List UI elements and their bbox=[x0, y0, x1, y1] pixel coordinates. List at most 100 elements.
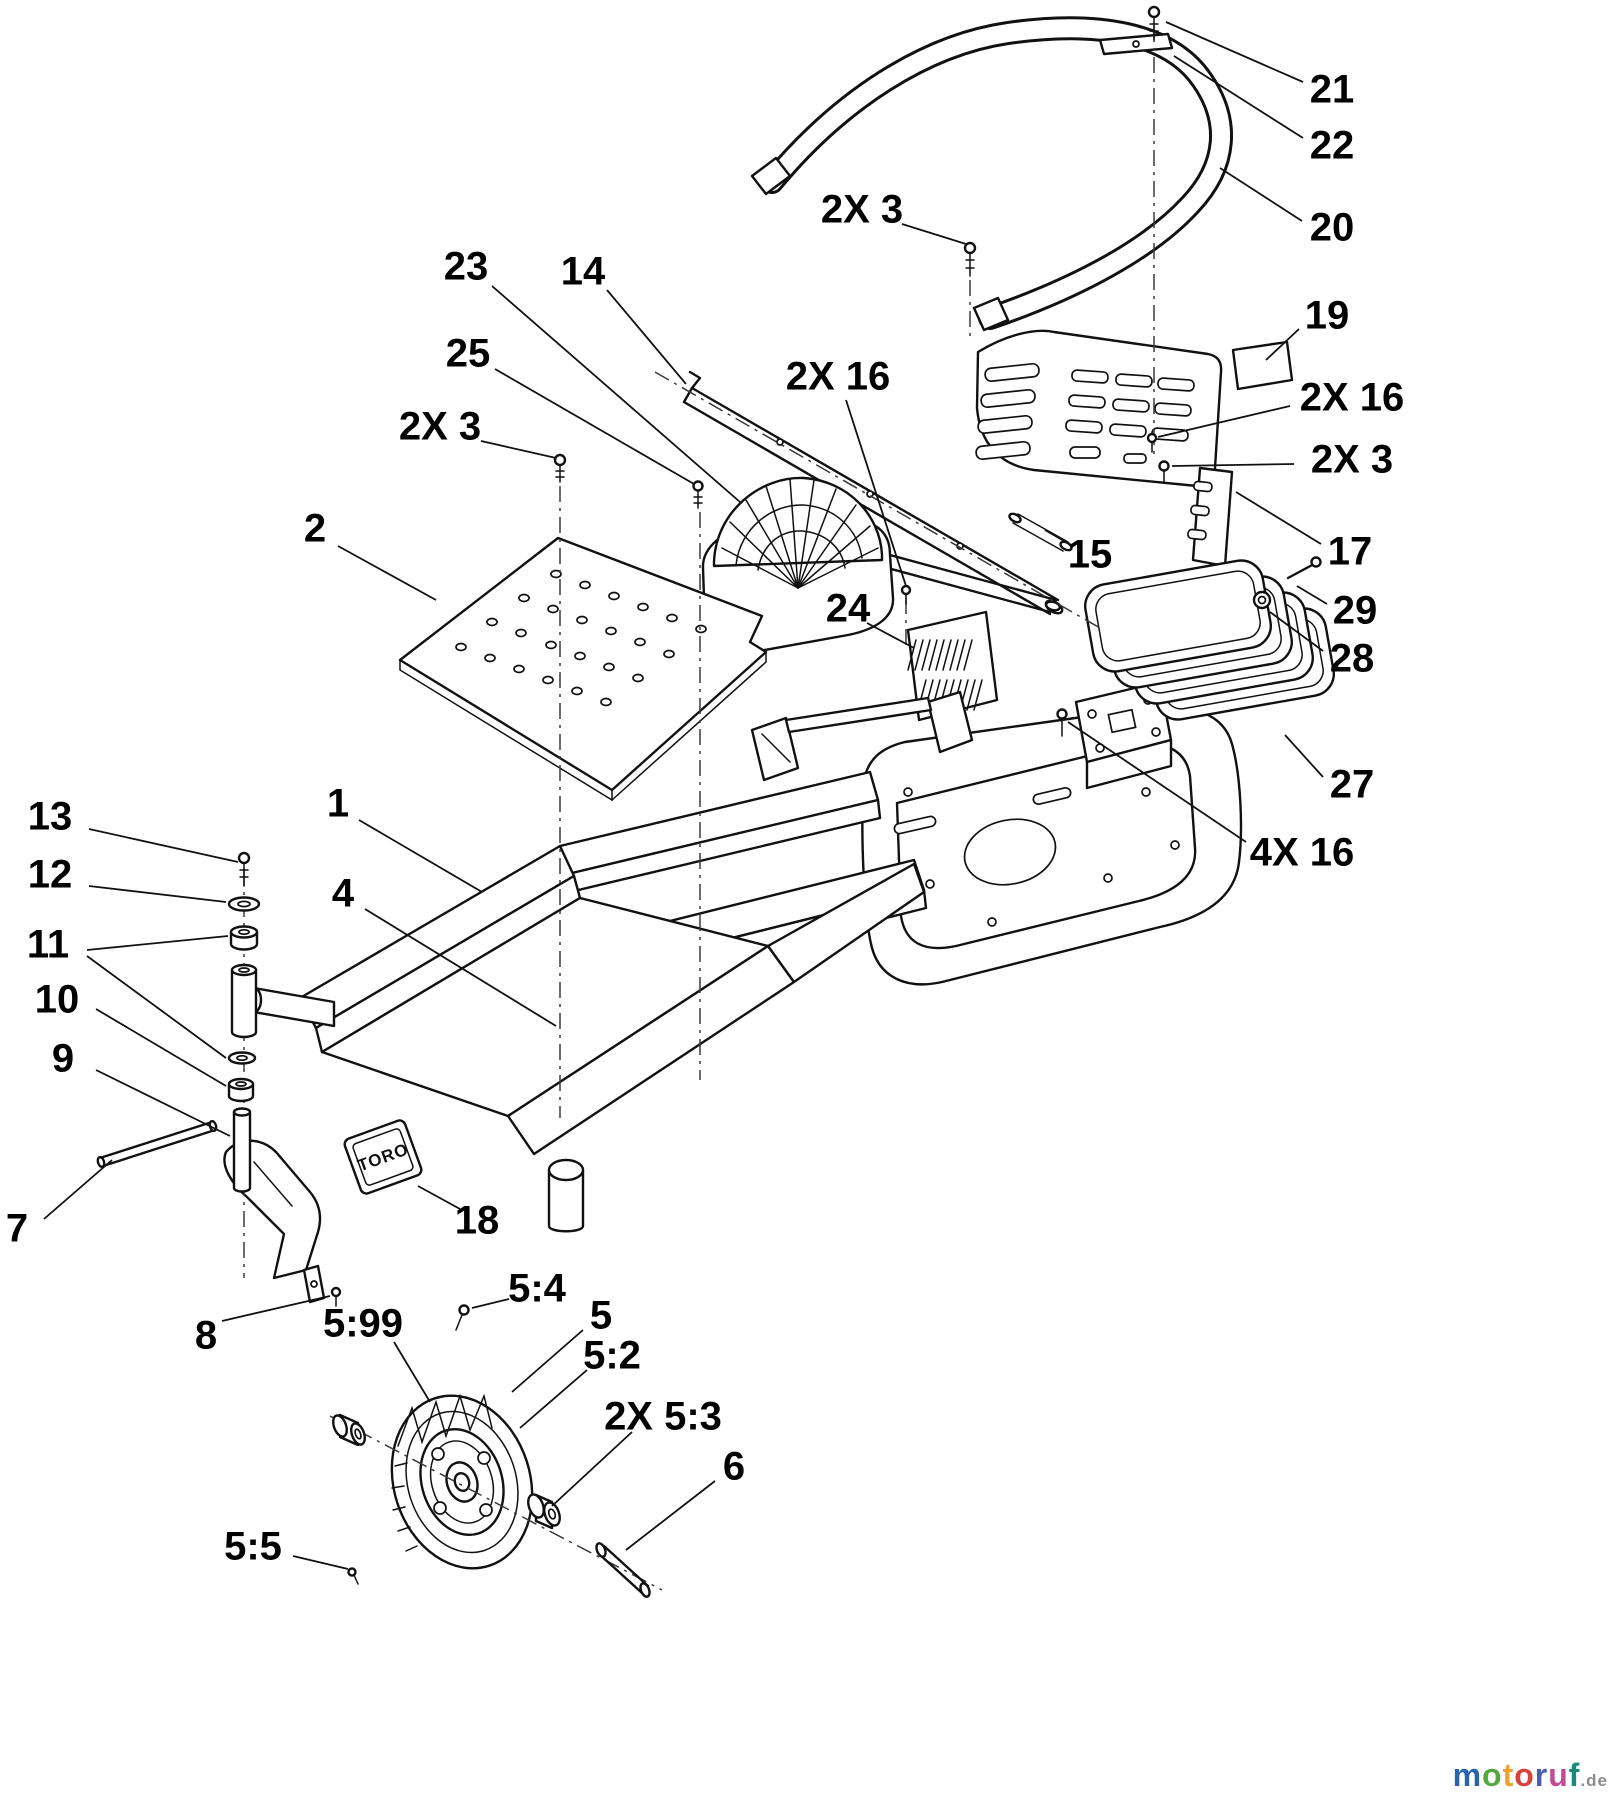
main-frame bbox=[245, 610, 1243, 1233]
callout-leader-17 bbox=[1235, 491, 1322, 545]
callout-label-2x3-right: 2X 3 bbox=[1311, 438, 1393, 482]
callout-label-21: 21 bbox=[1310, 68, 1355, 112]
callout-leader-25 bbox=[494, 368, 695, 485]
callout-leader-5 bbox=[511, 1329, 584, 1393]
callout-label-13: 13 bbox=[28, 795, 73, 839]
bolt-4x16 bbox=[1056, 708, 1068, 737]
callout-label-15: 15 bbox=[1068, 533, 1113, 577]
callout-label-22: 22 bbox=[1310, 124, 1355, 168]
callout-leader-2x16-mid bbox=[845, 399, 907, 587]
callout-leader-13 bbox=[88, 828, 239, 863]
callout-label-18: 18 bbox=[455, 1199, 500, 1243]
screw-5-4 bbox=[455, 1304, 470, 1331]
bearing-10b bbox=[227, 1077, 255, 1103]
callout-label-10: 10 bbox=[35, 978, 80, 1022]
callout-leader-2x16-right bbox=[1157, 405, 1291, 438]
callout-leader-6 bbox=[625, 1480, 716, 1551]
caster-hardware-stack bbox=[227, 851, 261, 1193]
callout-leader-14 bbox=[606, 289, 687, 385]
screw-2x3-top bbox=[963, 241, 977, 277]
watermark-letter: o bbox=[1482, 1757, 1503, 1793]
wheel-bushing bbox=[332, 1413, 366, 1447]
axle-bolt-6 bbox=[595, 1542, 651, 1598]
floor-plate-2 bbox=[398, 536, 768, 802]
callout-label-2x5-3: 2X 5:3 bbox=[604, 1395, 722, 1439]
side-flange-17 bbox=[1187, 466, 1234, 568]
spindle-9 bbox=[232, 1107, 252, 1193]
screw-2x3-right bbox=[1158, 460, 1170, 483]
callout-label-4: 4 bbox=[332, 872, 355, 916]
callout-leader-5-2 bbox=[519, 1369, 588, 1429]
watermark: motoruf.de bbox=[1453, 1757, 1608, 1794]
watermark-letter: o bbox=[1514, 1757, 1535, 1793]
callout-label-29: 29 bbox=[1333, 589, 1378, 633]
plate-holes bbox=[455, 569, 707, 707]
roll-bar-end-lower bbox=[972, 296, 1010, 332]
roll-bar-end-left bbox=[750, 156, 792, 196]
callout-leader-2 bbox=[337, 545, 437, 601]
callout-label-23: 23 bbox=[444, 245, 489, 289]
callout-label-28: 28 bbox=[1330, 637, 1375, 681]
callout-leader-23 bbox=[491, 285, 741, 503]
callout-label-5-99: 5:99 bbox=[323, 1302, 403, 1346]
callout-label-6: 6 bbox=[723, 1445, 745, 1489]
tire-tread bbox=[397, 1393, 493, 1447]
front-caster-post bbox=[547, 1158, 585, 1233]
callout-label-14: 14 bbox=[561, 250, 606, 294]
callout-leader-2x3-top bbox=[901, 223, 967, 245]
callout-leader-2x3-right bbox=[1171, 463, 1295, 467]
callout-leader-2x3-left bbox=[480, 440, 557, 459]
callout-leader-4x16 bbox=[1067, 721, 1247, 843]
callout-label-12: 12 bbox=[28, 853, 73, 897]
cushion-stack-27 bbox=[1084, 559, 1335, 721]
callout-leader-27 bbox=[1284, 734, 1324, 778]
callout-label-5: 5 bbox=[590, 1294, 612, 1338]
watermark-suffix: .de bbox=[1580, 1771, 1608, 1790]
nut-5-3 bbox=[527, 1493, 561, 1530]
bearing-11 bbox=[229, 925, 259, 951]
watermark-letter: u bbox=[1548, 1757, 1569, 1793]
watermark-letter: m bbox=[1452, 1757, 1483, 1793]
washer-28 bbox=[1252, 590, 1272, 610]
callout-label-5-4: 5:4 bbox=[508, 1267, 567, 1311]
callout-leader-29 bbox=[1296, 585, 1328, 605]
callout-leader-11 bbox=[86, 955, 227, 1059]
caster-rod-7 bbox=[96, 1119, 218, 1169]
callout-label-11: 11 bbox=[27, 923, 69, 967]
frame-supports bbox=[750, 690, 974, 782]
callout-label-2: 2 bbox=[304, 507, 326, 551]
bolt-13 bbox=[237, 851, 251, 887]
callout-leader-5-4 bbox=[471, 1298, 510, 1309]
callout-leader-24 bbox=[866, 622, 915, 649]
hardware-layer bbox=[227, 5, 1322, 1598]
rail-14 bbox=[682, 370, 1064, 616]
callout-leader-12 bbox=[88, 885, 227, 903]
callout-leader-8 bbox=[221, 1295, 331, 1322]
callout-leader-5-5 bbox=[292, 1555, 349, 1570]
washer-12 bbox=[227, 896, 261, 912]
pad-19 bbox=[1231, 340, 1294, 391]
callout-leader-22 bbox=[1173, 55, 1304, 139]
washer-10a bbox=[227, 1051, 257, 1065]
callout-label-2x16-mid: 2X 16 bbox=[786, 355, 891, 399]
callout-label-17: 17 bbox=[1328, 530, 1373, 574]
shroud-ribs bbox=[721, 478, 879, 589]
callout-leader-18 bbox=[417, 1185, 461, 1210]
bolt-8 bbox=[330, 1286, 342, 1307]
callout-label-9: 9 bbox=[52, 1037, 74, 1081]
callout-label-24: 24 bbox=[826, 587, 871, 631]
callout-label-20: 20 bbox=[1310, 206, 1355, 250]
spacer-tube bbox=[230, 963, 258, 1039]
callout-leader-11 bbox=[86, 935, 229, 951]
rear-guard-panel bbox=[975, 329, 1223, 488]
watermark-letter: r bbox=[1534, 1757, 1549, 1793]
callout-label-7: 7 bbox=[6, 1207, 28, 1251]
callout-leader-4 bbox=[364, 908, 557, 1027]
callout-leader-19 bbox=[1265, 328, 1300, 361]
callout-label-4x16: 4X 16 bbox=[1250, 831, 1355, 875]
callout-label-27: 27 bbox=[1330, 763, 1375, 807]
callout-leader-20 bbox=[1219, 167, 1303, 222]
callout-label-1: 1 bbox=[327, 782, 349, 826]
